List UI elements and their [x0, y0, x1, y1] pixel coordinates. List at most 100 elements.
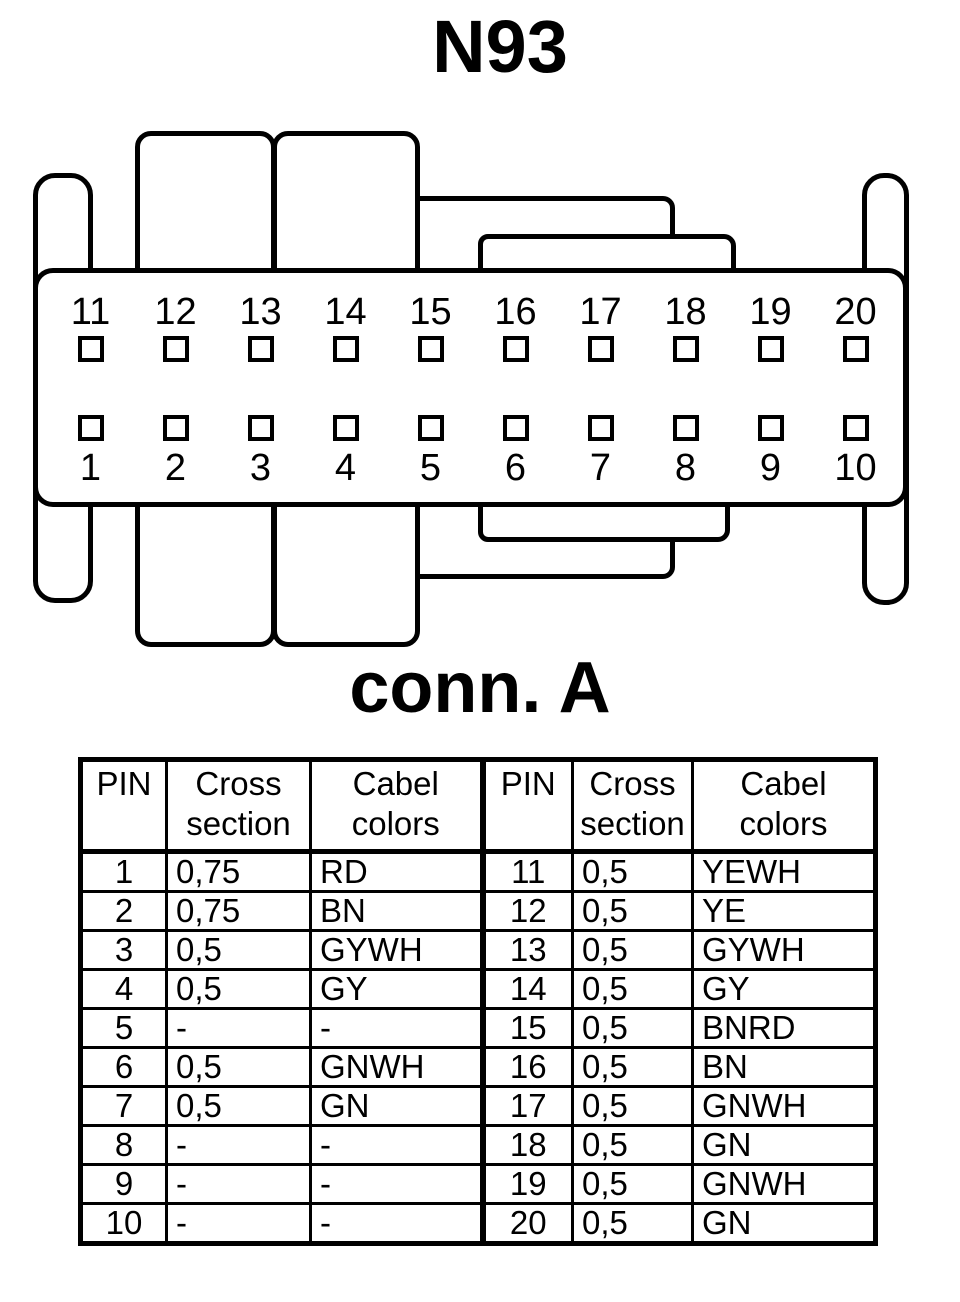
pin-cell: 20	[479, 1202, 574, 1245]
pin-number: 3	[249, 447, 272, 489]
pin-contact-square	[842, 336, 869, 362]
pin-table-header-row: PIN Cross section Cabel colors PIN Cross…	[79, 758, 877, 854]
pin-contact-square	[417, 336, 444, 362]
cross-section-cell: 0,5	[571, 1046, 694, 1088]
pin-cell: 18	[479, 1124, 574, 1166]
pin-contact-square	[162, 415, 189, 441]
pin-contact-square	[502, 336, 529, 362]
pin-contact-square	[417, 415, 444, 441]
pin-4: 4	[303, 415, 388, 487]
pin-contact-square	[757, 415, 784, 441]
pin-cell: 13	[479, 929, 574, 971]
cross-section-cell: 0,5	[571, 1202, 694, 1245]
pin-8: 8	[643, 415, 728, 487]
cable-color-cell: -	[309, 1124, 484, 1166]
pin-cell: 15	[479, 1007, 574, 1049]
cross-section-cell: 0,5	[571, 1085, 694, 1127]
pin-table: PIN Cross section Cabel colors PIN Cross…	[78, 757, 878, 1246]
cable-color-cell: GYWH	[691, 929, 877, 971]
cross-section-cell: 0,5	[165, 929, 312, 971]
pin-cell: 12	[479, 890, 574, 932]
cable-color-cell: GN	[691, 1124, 877, 1166]
pin-contact-square	[247, 336, 274, 362]
pin-20: 20	[813, 293, 898, 362]
pin-6: 6	[473, 415, 558, 487]
cross-section-header: Cross section	[571, 758, 694, 854]
page-title: N93	[432, 5, 568, 88]
pin-12: 12	[133, 293, 218, 362]
pin-contact-square	[247, 415, 274, 441]
pin-header: PIN	[479, 758, 574, 854]
cross-section-cell: 0,5	[571, 1007, 694, 1049]
cable-color-cell: GYWH	[309, 929, 484, 971]
cross-section-cell: 0,5	[165, 968, 312, 1010]
pin-14: 14	[303, 293, 388, 362]
cross-section-cell: -	[165, 1163, 312, 1205]
pin-contact-square	[587, 336, 614, 362]
pin-number: 11	[70, 291, 111, 333]
cross-section-cell: 0,5	[571, 1124, 694, 1166]
pin-cell: 11	[479, 850, 574, 893]
cross-section-cell: 0,5	[165, 1085, 312, 1127]
pin-1: 1	[48, 415, 133, 487]
pin-cell: 1	[79, 850, 168, 893]
cable-color-cell: BN	[691, 1046, 877, 1088]
pin-number: 16	[494, 291, 537, 333]
cable-color-cell: BNRD	[691, 1007, 877, 1049]
pin-cell: 5	[79, 1007, 168, 1049]
pin-contact-square	[587, 415, 614, 441]
pin-cell: 9	[79, 1163, 168, 1205]
pin-cell: 14	[479, 968, 574, 1010]
cross-section-cell: 0,75	[165, 890, 312, 932]
pin-number: 9	[759, 447, 782, 489]
pin-contact-square	[77, 415, 104, 441]
cable-color-cell: YE	[691, 890, 877, 932]
pin-contact-square	[502, 415, 529, 441]
pin-number: 4	[334, 447, 357, 489]
pin-18: 18	[643, 293, 728, 362]
cross-section-cell: -	[165, 1202, 312, 1245]
cross-section-cell: 0,75	[165, 850, 312, 893]
cross-section-cell: 0,5	[571, 929, 694, 971]
cross-section-cell: 0,5	[165, 1046, 312, 1088]
pin-cell: 16	[479, 1046, 574, 1088]
pin-number: 17	[579, 291, 622, 333]
cross-section-cell: -	[165, 1007, 312, 1049]
pin-cell: 2	[79, 890, 168, 932]
pin-number: 19	[749, 291, 792, 333]
pin-13: 13	[218, 293, 303, 362]
pin-number: 15	[409, 291, 452, 333]
connector-label: conn. A	[349, 648, 611, 728]
pin-7: 7	[558, 415, 643, 487]
cable-colors-header: Cabel colors	[309, 758, 484, 854]
pin-cell: 7	[79, 1085, 168, 1127]
pin-contact-square	[672, 336, 699, 362]
pin-cell: 17	[479, 1085, 574, 1127]
pin-number: 14	[324, 291, 367, 333]
pin-number: 8	[674, 447, 697, 489]
cable-color-cell: GNWH	[309, 1046, 484, 1088]
cable-color-cell: -	[309, 1202, 484, 1245]
pin-header: PIN	[79, 758, 168, 854]
pin-9: 9	[728, 415, 813, 487]
pin-19: 19	[728, 293, 813, 362]
pin-number: 7	[589, 447, 612, 489]
cable-color-cell: GN	[309, 1085, 484, 1127]
pin-cell: 6	[79, 1046, 168, 1088]
cross-section-cell: 0,5	[571, 1163, 694, 1205]
cable-color-cell: GN	[691, 1202, 877, 1245]
pin-3: 3	[218, 415, 303, 487]
pin-number: 18	[664, 291, 707, 333]
